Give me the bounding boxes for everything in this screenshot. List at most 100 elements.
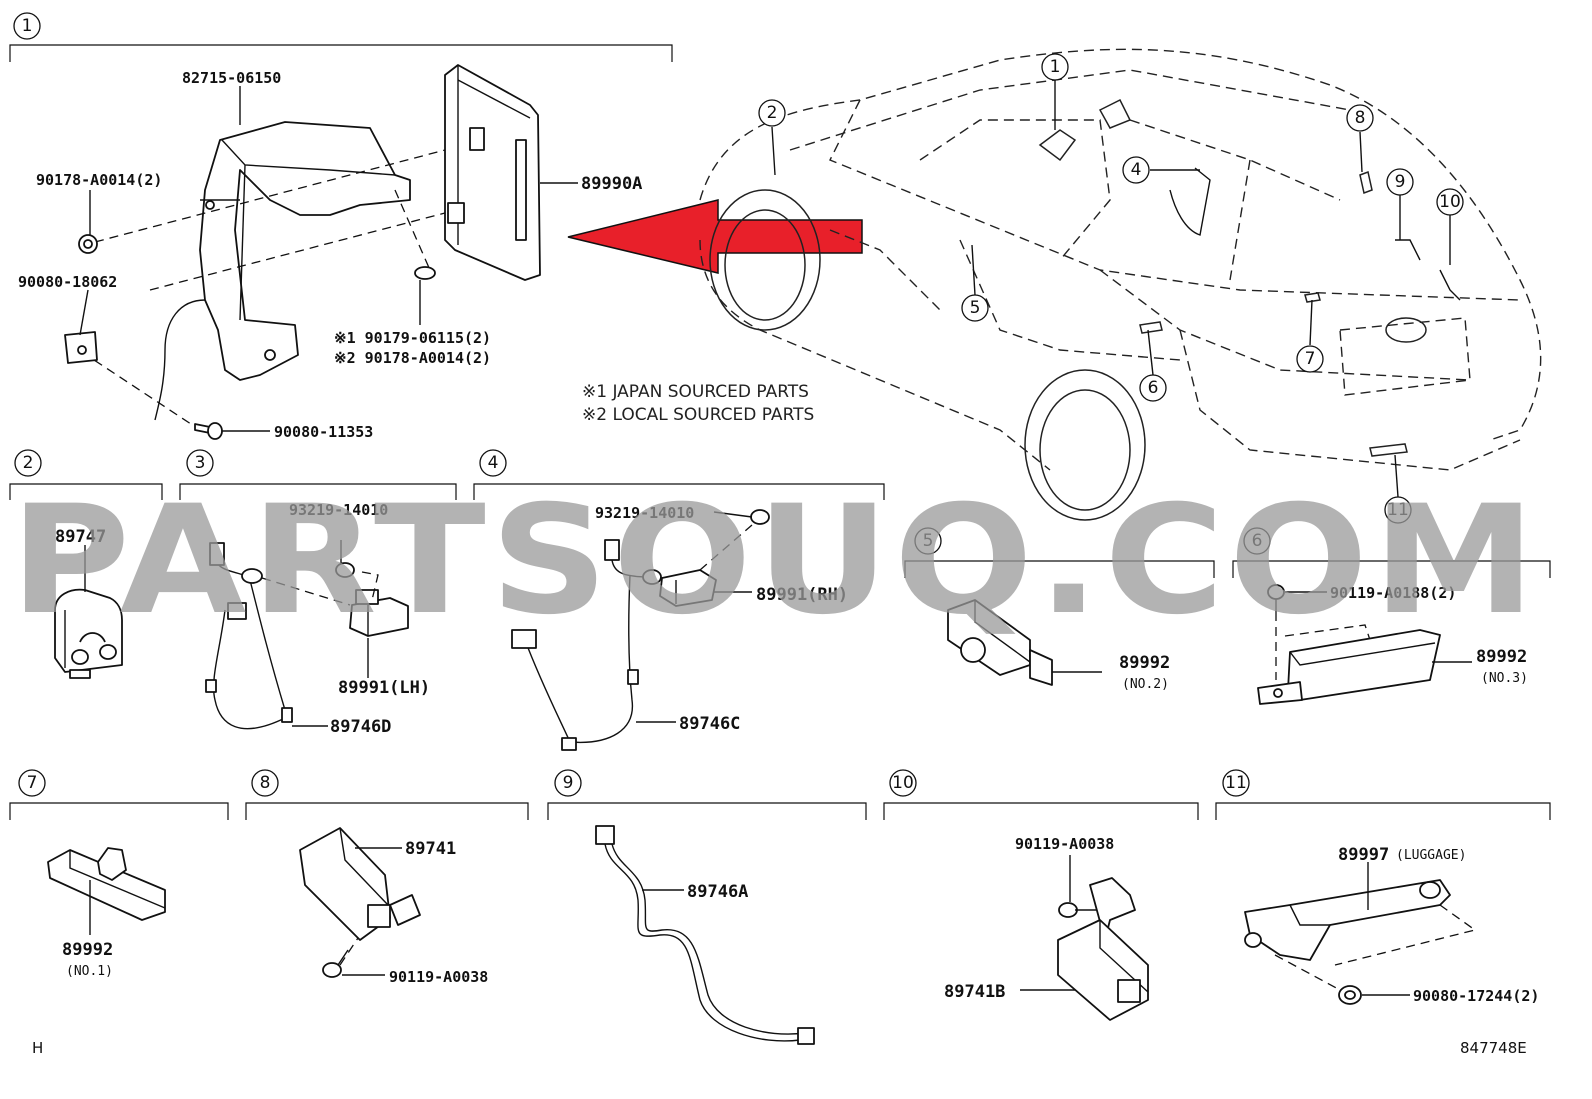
car-callout-9: 9 [1386,168,1414,196]
group-4: 4 93219-14010 89991(RH) 89746C [473,449,885,751]
group-1-number-circle [13,12,41,40]
nut-90179-06115[interactable] [414,266,436,280]
antenna-89741[interactable] [299,827,421,941]
group-11: 11 89997 (LUGGAGE) 90080-17244(2) [1215,769,1551,1005]
svg-text:9: 9 [1395,172,1406,192]
car-callout-2: 2 [758,99,786,127]
antenna-89741b[interactable] [1057,877,1149,1021]
label-90119-a0038-grp10: 90119-A0038 [1015,835,1114,853]
sub-89992-no2: (NO.2) [1122,677,1169,692]
group-10-number: 10 [892,773,914,793]
label-89746a: 89746A [687,882,748,902]
watermark: PARTSOUQ.COM [10,474,1540,648]
antenna-89992-no1[interactable] [47,847,166,921]
group-11-number: 11 [1225,773,1247,793]
group-6: 6 90119-A0188(2) 89992 (NO.3) [1232,527,1551,705]
group-7-number: 7 [27,773,38,793]
group-8: 8 89741 90119-A0038 [245,769,529,986]
ecu-bracket[interactable] [199,121,411,381]
label-90080-17244: 90080-17244(2) [1413,987,1539,1005]
svg-text:5: 5 [970,298,981,318]
label-89991-rh: 89991(RH) [756,585,848,605]
group-3-number: 3 [195,453,206,473]
group-1: 1 [9,12,673,441]
car-callout-4: 4 [1122,156,1150,184]
label-89991-lh: 89991(LH) [338,678,430,698]
harness-89746a[interactable] [595,825,815,1045]
car-callout-11: 11 [1384,496,1412,524]
sub-89997-luggage: (LUGGAGE) [1396,848,1466,863]
group-8-number: 8 [260,773,271,793]
diagram-code: 847748E [1460,1039,1527,1057]
svg-text:1: 1 [1050,57,1061,77]
group-5-number: 5 [923,531,934,551]
group-3: 3 93219-14010 89991(LH) 89746D [179,449,457,737]
harness-89746c[interactable] [511,539,662,751]
svg-text:11: 11 [1387,500,1409,520]
svg-text:7: 7 [1305,349,1316,369]
screw-90119-a0038-grp10[interactable] [1058,902,1100,918]
label-89741b: 89741B [944,982,1005,1002]
svg-text:4: 4 [1131,160,1142,180]
label-90119-a0188: 90119-A0188(2) [1330,584,1456,602]
label-90119-a0038-grp8: 90119-A0038 [389,968,488,986]
corner-mark: H [32,1039,43,1057]
antenna-89992-no3[interactable] [1257,629,1441,705]
car-callout-8: 8 [1346,104,1374,132]
label-89992-no3: 89992 [1476,647,1527,667]
screw-90119-a0188[interactable] [1267,584,1285,612]
label-82715-06150: 82715-06150 [182,69,281,87]
label-90179-06115: ※1 90179-06115(2) [334,329,491,347]
car-callout-5: 5 [961,294,989,322]
part-89747[interactable] [54,588,123,679]
car-illustration: 1 2 4 5 6 7 8 9 [699,48,1542,524]
note-japan-sourced: ※1 JAPAN SOURCED PARTS [582,382,809,402]
group-9-number: 9 [563,773,574,793]
harness-89746d[interactable] [205,542,293,730]
red-arrow-icon [567,199,863,274]
nut-90080-17244[interactable] [1338,985,1362,1005]
label-89992-no1: 89992 [62,940,113,960]
label-89746c: 89746C [679,714,740,734]
label-89992-no2: 89992 [1119,653,1170,673]
group-1-number: 1 [22,16,33,36]
label-89997: 89997 [1338,845,1389,865]
label-89747: 89747 [55,527,106,547]
svg-text:10: 10 [1439,192,1461,212]
group-2: 2 89747 [9,449,163,679]
svg-text:6: 6 [1148,378,1159,398]
group-7: 7 89992 (NO.1) [9,769,229,979]
car-callout-1: 1 [1041,53,1069,81]
label-93219-14010-lh: 93219-14010 [289,501,388,519]
svg-text:8: 8 [1355,108,1366,128]
group-2-number: 2 [23,453,34,473]
screw-93219-14010-lh[interactable] [335,540,355,578]
label-90178-a0014: 90178-A0014(2) [36,171,162,189]
label-90080-11353: 90080-11353 [274,423,373,441]
group-5: 5 89992 (NO.2) [904,527,1215,692]
label-93219-14010-rh: 93219-14010 [595,504,694,522]
label-89746d: 89746D [330,717,391,737]
car-callout-7: 7 [1296,345,1324,373]
sub-89992-no1: (NO.1) [66,964,113,979]
car-callout-6: 6 [1139,374,1167,402]
screw-90119-a0038-grp8[interactable] [322,949,349,978]
group-6-number: 6 [1252,531,1263,551]
group-4-number: 4 [488,453,499,473]
group-1-bracket [9,44,673,62]
svg-text:2: 2 [767,103,778,123]
group-10: 10 90119-A0038 89741B [883,769,1199,1021]
antenna-89997-luggage[interactable] [1244,879,1451,961]
sub-89992-no3: (NO.3) [1481,671,1528,686]
sensor-89991-lh[interactable] [349,589,409,637]
label-90178-a0014-local: ※2 90178-A0014(2) [334,349,491,367]
label-89741: 89741 [405,839,456,859]
car-callout-10: 10 [1436,188,1464,216]
antenna-89992-no2[interactable] [947,599,1053,686]
group-9: 9 89746A [547,769,867,1045]
label-89990a: 89990A [581,174,642,194]
label-90080-18062: 90080-18062 [18,273,117,291]
bolt-90080-11353[interactable] [194,422,223,440]
note-local-sourced: ※2 LOCAL SOURCED PARTS [582,405,814,425]
